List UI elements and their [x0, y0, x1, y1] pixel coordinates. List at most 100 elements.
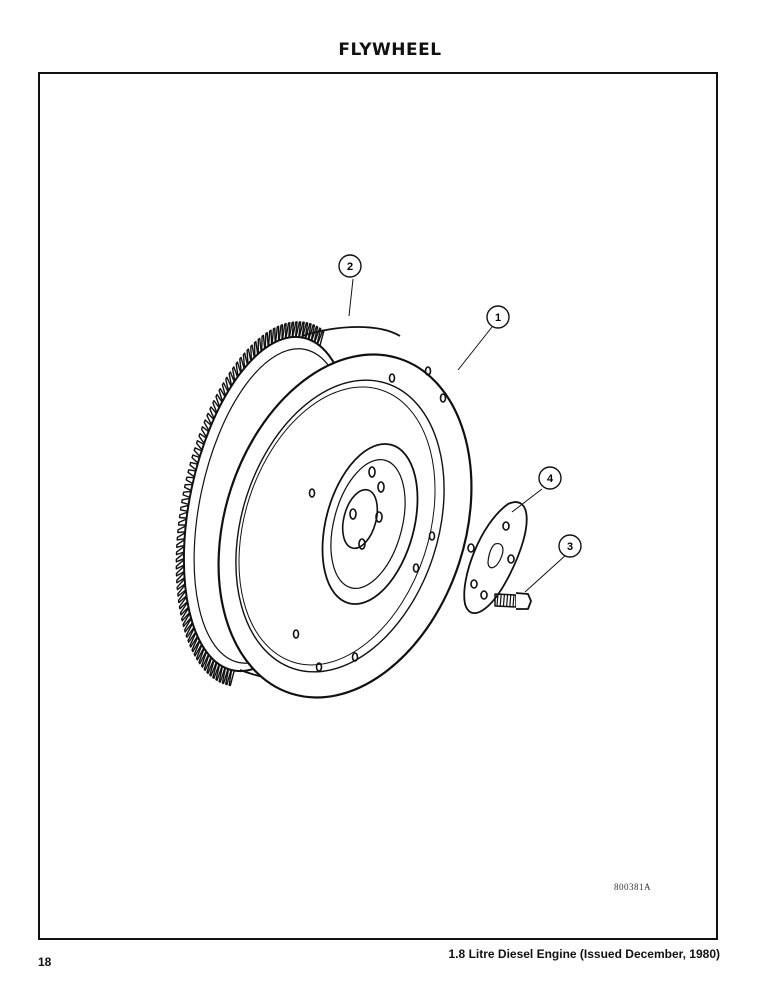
gear-tooth [203, 419, 212, 432]
gear-tooth [193, 640, 203, 657]
mounting-hole [292, 629, 300, 639]
gear-tooth [182, 612, 192, 628]
svg-text:1: 1 [495, 312, 501, 324]
gear-tooth [183, 618, 193, 633]
gear-tooth [191, 454, 200, 464]
bolt-thread [512, 594, 515, 607]
gear-tooth [181, 607, 191, 622]
gear-tooth [187, 469, 196, 478]
gear-tooth [177, 590, 187, 604]
gear-tooth [225, 376, 232, 391]
gear-tooth [187, 627, 197, 643]
gear-tooth [177, 518, 187, 526]
gear-tooth [281, 322, 287, 340]
page-number: 18 [38, 955, 52, 969]
gear-tooth [175, 559, 185, 570]
gear-tooth [195, 440, 205, 451]
gear-tooth [295, 321, 302, 338]
ring-gear-teeth [175, 321, 325, 687]
gear-tooth [298, 321, 305, 338]
gear-tooth [253, 340, 259, 357]
gear-tooth [212, 399, 220, 413]
hub-bolt-hole [349, 508, 357, 520]
gear-tooth [176, 532, 186, 541]
gear-tooth [200, 651, 210, 668]
gear-tooth [178, 511, 188, 519]
gear-tooth [221, 382, 229, 397]
gear-tooth [274, 325, 280, 343]
gear-tooth [246, 348, 252, 365]
flywheel-hub-inner [330, 459, 406, 589]
callout-4: 4 [538, 466, 562, 490]
bolt-thread [506, 594, 509, 607]
gear-tooth [175, 545, 185, 556]
retainer-plate [463, 501, 528, 614]
gear-tooth [177, 525, 186, 534]
footer-text: 1.8 Litre Diesel Engine (Issued December… [448, 947, 720, 961]
gear-tooth [181, 497, 190, 505]
mounting-hole [351, 652, 359, 662]
bolt-thread [509, 594, 512, 607]
flywheel-exploded-diagram: 2 1 4 3 [175, 254, 582, 699]
bolt [494, 592, 532, 610]
gear-tooth [228, 669, 235, 687]
callout-leader [524, 553, 568, 593]
callout-leader [511, 488, 543, 513]
gear-tooth [182, 490, 192, 499]
gear-tooth [176, 578, 186, 591]
gear-tooth [212, 662, 220, 679]
callout-3: 3 [558, 534, 582, 558]
gear-tooth [278, 324, 284, 341]
flywheel-hub-bore [341, 488, 379, 550]
gear-tooth [193, 447, 202, 457]
gear-tooth [191, 636, 201, 653]
bolt-thread [496, 593, 499, 607]
svg-text:3: 3 [567, 541, 573, 553]
gear-tooth [175, 565, 185, 577]
illustration-frame: 2 1 4 3 800381A [38, 72, 718, 940]
gear-tooth [288, 321, 295, 338]
gear-tooth [250, 344, 255, 361]
gear-tooth [175, 552, 185, 563]
bolt-thread [499, 594, 502, 607]
gear-tooth [183, 483, 193, 492]
gear-tooth [285, 322, 291, 339]
bolt-thread [502, 594, 505, 607]
gear-tooth [242, 352, 249, 368]
mounting-hole [388, 373, 396, 383]
gear-tooth [179, 504, 189, 512]
gear-tooth [225, 668, 232, 686]
gear-tooth [228, 371, 235, 386]
gear-tooth [261, 334, 266, 351]
gear-tooth [304, 322, 312, 340]
gear-tooth [292, 321, 298, 338]
gear-tooth [185, 623, 195, 638]
gear-tooth [215, 393, 223, 408]
mounting-hole [428, 531, 436, 541]
gear-tooth [178, 596, 188, 610]
gear-tooth [231, 366, 239, 382]
gear-tooth [235, 361, 242, 377]
gear-tooth [267, 329, 273, 346]
gear-tooth [215, 664, 223, 682]
gear-tooth [239, 356, 245, 373]
gear-tooth [189, 632, 199, 648]
mounting-hole [308, 488, 316, 498]
gear-tooth [218, 387, 226, 402]
gear-tooth [179, 602, 189, 616]
gear-tooth [314, 327, 322, 344]
gear-tooth [195, 644, 205, 661]
hub-bolt-hole [358, 538, 366, 550]
callout-1: 1 [486, 305, 510, 329]
gear-tooth [221, 667, 229, 685]
callout-2: 2 [338, 254, 362, 278]
svg-text:4: 4 [547, 473, 554, 485]
gear-tooth [206, 412, 215, 425]
flywheel-hub [321, 443, 419, 605]
svg-text:2: 2 [347, 261, 353, 273]
gear-tooth [189, 461, 198, 471]
gear-tooth [176, 539, 185, 549]
page-title: FLYWHEEL [338, 40, 442, 60]
gear-tooth [203, 654, 212, 672]
mounting-hole [424, 366, 432, 376]
